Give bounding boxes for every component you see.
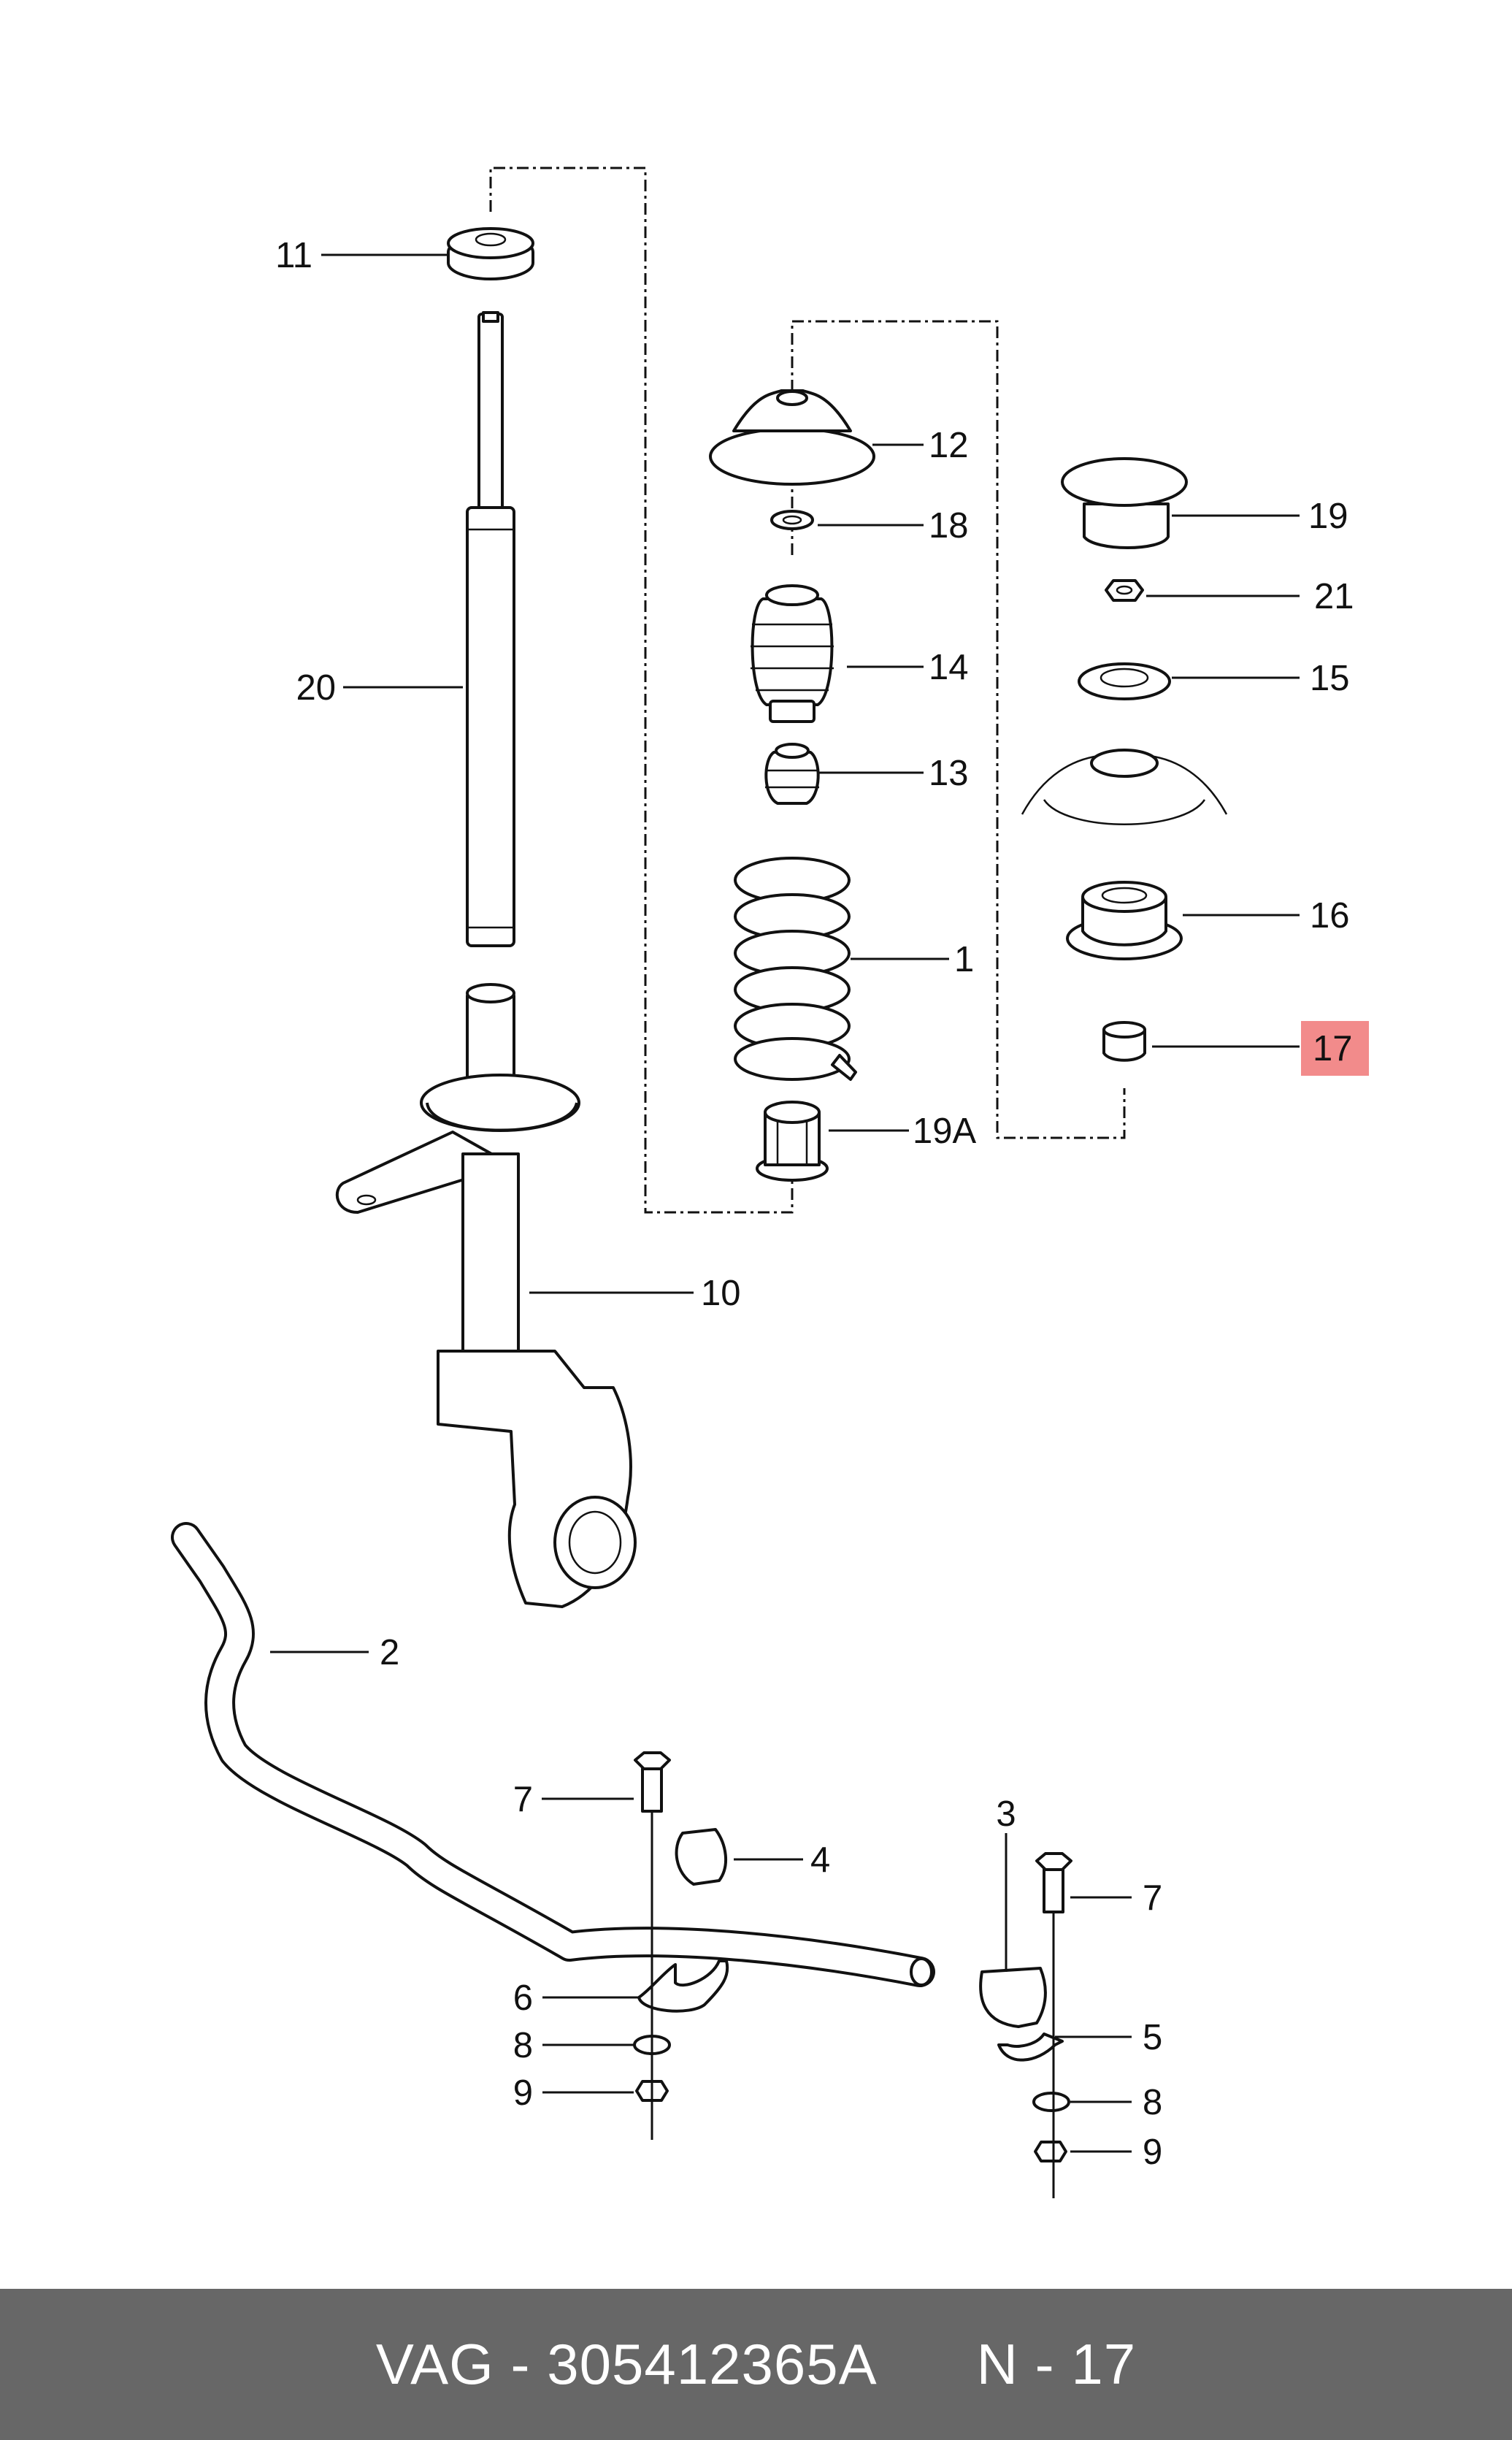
- part-13-bump-stop[interactable]: [764, 743, 820, 805]
- callout-2[interactable]: 2: [380, 1633, 399, 1672]
- part-19a-lower-bump-stop[interactable]: [756, 1101, 829, 1182]
- callout-8-left[interactable]: 8: [513, 2026, 533, 2065]
- footer-part-number: 305412365A: [547, 2332, 878, 2396]
- footer-position: N - 17: [976, 2332, 1137, 2396]
- body-mounting-panel: [1021, 749, 1228, 825]
- part-10-strut-housing[interactable]: [335, 983, 637, 1608]
- part-19-cap[interactable]: [1061, 457, 1188, 549]
- part-20-shock-absorber[interactable]: [466, 311, 515, 947]
- footer-separator: -: [494, 2332, 548, 2396]
- callout-3[interactable]: 3: [996, 1794, 1016, 1834]
- callout-15[interactable]: 15: [1310, 659, 1350, 698]
- part-11-bearing-washer[interactable]: [447, 227, 534, 280]
- callout-19[interactable]: 19: [1308, 497, 1348, 536]
- part-12-strut-mount[interactable]: [709, 389, 875, 486]
- part-2-stabilizer-bar[interactable]: [171, 1522, 935, 1987]
- callout-11[interactable]: 11: [275, 236, 312, 275]
- callout-21[interactable]: 21: [1314, 577, 1354, 616]
- callout-9-left[interactable]: 9: [513, 2073, 533, 2113]
- callout-20[interactable]: 20: [296, 668, 336, 708]
- part-15-support-plate[interactable]: [1078, 662, 1171, 700]
- right-stabilizer-mounting-hardware[interactable]: [979, 1852, 1072, 2162]
- callout-19a[interactable]: 19A: [913, 1112, 977, 1151]
- callout-4[interactable]: 4: [810, 1840, 830, 1880]
- callout-13[interactable]: 13: [929, 754, 969, 793]
- part-17-sleeve[interactable]: [1102, 1021, 1146, 1062]
- callout-5[interactable]: 5: [1143, 2018, 1162, 2057]
- left-stabilizer-mounting-hardware[interactable]: [633, 1751, 729, 2102]
- callout-12[interactable]: 12: [929, 426, 969, 465]
- callout-8-right[interactable]: 8: [1143, 2083, 1162, 2122]
- part-18-washer[interactable]: [770, 510, 814, 530]
- callout-7-right[interactable]: 7: [1143, 1878, 1162, 1918]
- footer-gap: [878, 2331, 977, 2398]
- part-14-protective-boot[interactable]: [751, 584, 834, 723]
- callout-leader-lines: [270, 253, 1300, 2198]
- callout-14[interactable]: 14: [929, 648, 969, 687]
- callout-6[interactable]: 6: [513, 1978, 533, 2018]
- callout-17[interactable]: 17: [1313, 1029, 1353, 1068]
- callout-9-right[interactable]: 9: [1143, 2133, 1162, 2172]
- footer-brand: VAG: [375, 2332, 494, 2396]
- part-21-nut[interactable]: [1105, 579, 1144, 602]
- part-info-footer: VAG - 305412365A N - 17: [0, 2289, 1512, 2440]
- assembly-guide-lines: [489, 167, 1126, 1214]
- exploded-parts-diagram: 11 20 12 18 14 13 1 19A 19 21 15 16 17 1…: [171, 167, 1369, 2198]
- callout-labels: 11 20 12 18 14 13 1 19A 19 21 15 16 17 1…: [275, 236, 1354, 2172]
- part-16-strut-bearing[interactable]: [1066, 881, 1183, 960]
- highlight-box-17: [1301, 1021, 1369, 1076]
- callout-10[interactable]: 10: [701, 1274, 741, 1313]
- callout-18[interactable]: 18: [929, 506, 969, 546]
- callout-1[interactable]: 1: [954, 940, 974, 979]
- callout-16[interactable]: 16: [1310, 896, 1350, 936]
- part-1-coil-spring[interactable]: [734, 857, 857, 1081]
- callout-7-left[interactable]: 7: [513, 1780, 533, 1819]
